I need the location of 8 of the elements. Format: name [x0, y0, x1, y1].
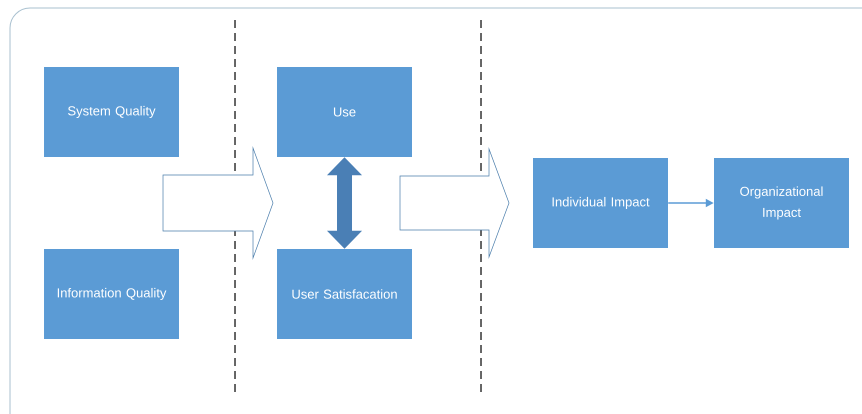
- block-arrow: [162, 146, 274, 260]
- process-box: Use: [277, 67, 412, 157]
- process-box: Organizational Impact: [714, 158, 849, 248]
- process-box: System Quality: [44, 67, 179, 157]
- process-box: Information Quality: [44, 249, 179, 339]
- process-box: User Satisfacation: [277, 249, 412, 339]
- block-arrow: [400, 147, 510, 259]
- process-box: Individual Impact: [533, 158, 668, 248]
